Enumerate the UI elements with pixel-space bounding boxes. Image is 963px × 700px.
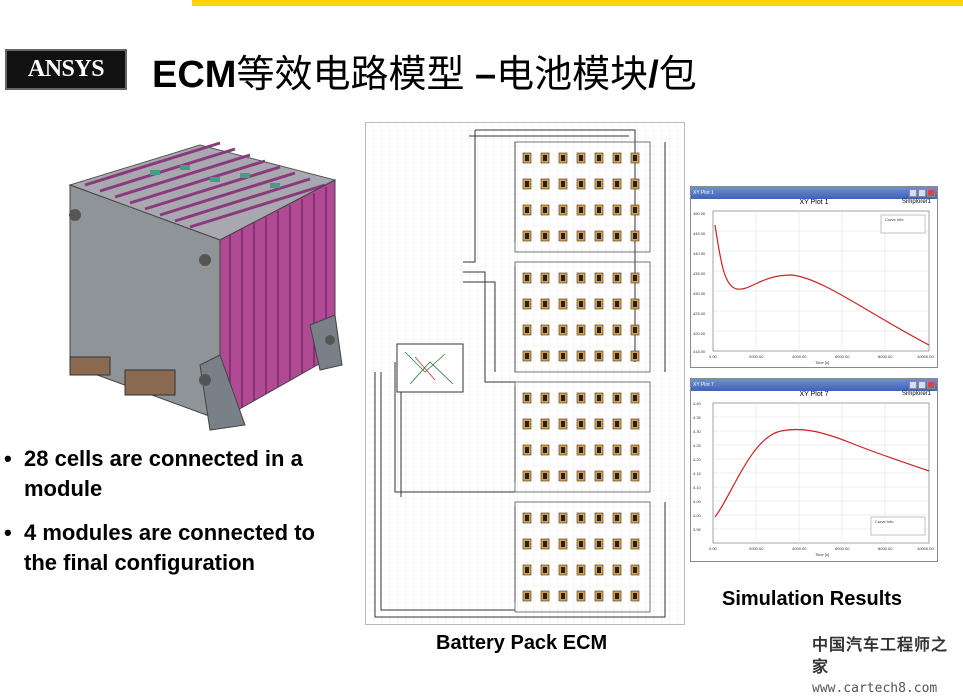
ansys-logo: ANSYS	[5, 49, 127, 90]
title-slash: /	[648, 54, 659, 96]
legend-title: Curve Info	[885, 217, 904, 222]
svg-text:10000.00: 10000.00	[917, 354, 934, 359]
svg-text:450.00: 450.00	[693, 211, 706, 216]
svg-text:420.00: 420.00	[693, 331, 706, 336]
window-title: XY Plot 1	[693, 190, 714, 196]
title-dash: –	[464, 54, 497, 96]
svg-text:2000.00: 2000.00	[749, 546, 764, 551]
bullet-item: 4 modules are connected to the final con…	[4, 518, 344, 578]
page-title: ECM等效电路模型 –电池模块/包	[152, 43, 697, 98]
svg-text:0.00: 0.00	[709, 354, 718, 359]
title-latin: ECM	[152, 54, 237, 96]
svg-text:4.00: 4.00	[693, 513, 702, 518]
plot-title: XY Plot 7	[799, 391, 829, 398]
svg-text:4000.00: 4000.00	[792, 546, 807, 551]
svg-text:8000.00: 8000.00	[878, 354, 893, 359]
svg-text:4.10: 4.10	[693, 485, 702, 490]
svg-text:2000.00: 2000.00	[749, 354, 764, 359]
watermark-line1: 中国汽车工程师之家	[812, 635, 949, 676]
plot-window-2: XY Plot 7 XY Plot 7 Simplorer1 Curve Inf…	[690, 378, 938, 562]
svg-text:4.30: 4.30	[693, 429, 702, 434]
close-icon[interactable]	[927, 381, 935, 389]
svg-text:4.05: 4.05	[693, 499, 702, 504]
curve-series	[714, 428, 930, 518]
window-title: XY Plot 7	[693, 382, 714, 388]
svg-text:4.35: 4.35	[693, 415, 702, 420]
svg-text:430.00: 430.00	[693, 291, 706, 296]
plot-area: Curve Info 450.00 445.00 440.00 435.00 4…	[693, 210, 934, 365]
svg-text:4000.00: 4000.00	[792, 354, 807, 359]
svg-text:445.00: 445.00	[693, 231, 706, 236]
caption-simulation-results: Simulation Results	[722, 588, 903, 610]
top-accent-bar	[192, 0, 963, 6]
title-cn2: 电池模块	[496, 54, 649, 96]
svg-text:8000.00: 8000.00	[878, 546, 893, 551]
svg-text:415.00: 415.00	[693, 349, 706, 354]
plot-title: XY Plot 1	[799, 199, 829, 206]
plot-setup: Simplorer1	[901, 391, 931, 397]
svg-text:3.95: 3.95	[693, 527, 702, 532]
window-titlebar: XY Plot 7	[691, 379, 937, 391]
svg-text:435.00: 435.00	[693, 271, 706, 276]
curve-series	[714, 224, 930, 346]
svg-text:0.00: 0.00	[709, 546, 718, 551]
logo-text: ANSYS	[27, 56, 105, 82]
maximize-icon[interactable]	[918, 189, 926, 197]
caption-battery-pack-ecm: Battery Pack ECM	[436, 632, 608, 654]
svg-text:Time [s]: Time [s]	[815, 360, 829, 365]
plot-window-1: XY Plot 1 XY Plot 1 Simplorer1 Curve Inf…	[690, 186, 938, 368]
window-titlebar: XY Plot 1	[691, 187, 937, 199]
svg-text:6000.00: 6000.00	[835, 354, 850, 359]
plot-area: Curve Info 4.40 4.35 4.30 4.25 4.20 4.15…	[693, 401, 934, 557]
watermark-line2: www.cartech8.com	[812, 681, 938, 696]
minimize-icon[interactable]	[909, 189, 917, 197]
svg-text:4.25: 4.25	[693, 443, 702, 448]
svg-text:Time [s]: Time [s]	[815, 552, 829, 557]
plot-setup: Simplorer1	[901, 199, 931, 205]
bullet-item: 28 cells are connected in a module	[4, 444, 344, 504]
title-cn3: 包	[658, 54, 697, 96]
svg-text:4.40: 4.40	[693, 401, 702, 406]
svg-text:10000.00: 10000.00	[917, 546, 934, 551]
maximize-icon[interactable]	[918, 381, 926, 389]
battery-pack-ecm-schematic	[365, 122, 685, 625]
svg-text:425.00: 425.00	[693, 311, 706, 316]
title-cn: 等效电路模型	[236, 54, 465, 96]
legend-title: Curve Info	[875, 519, 894, 524]
battery-module-image	[68, 141, 343, 431]
svg-text:440.00: 440.00	[693, 251, 706, 256]
svg-text:4.20: 4.20	[693, 457, 702, 462]
watermark: 中国汽车工程师之家 www.cartech8.com	[812, 634, 963, 700]
close-icon[interactable]	[927, 189, 935, 197]
svg-text:4.15: 4.15	[693, 471, 702, 476]
svg-text:6000.00: 6000.00	[835, 546, 850, 551]
bullet-list: 28 cells are connected in a module 4 mod…	[4, 444, 344, 592]
minimize-icon[interactable]	[909, 381, 917, 389]
